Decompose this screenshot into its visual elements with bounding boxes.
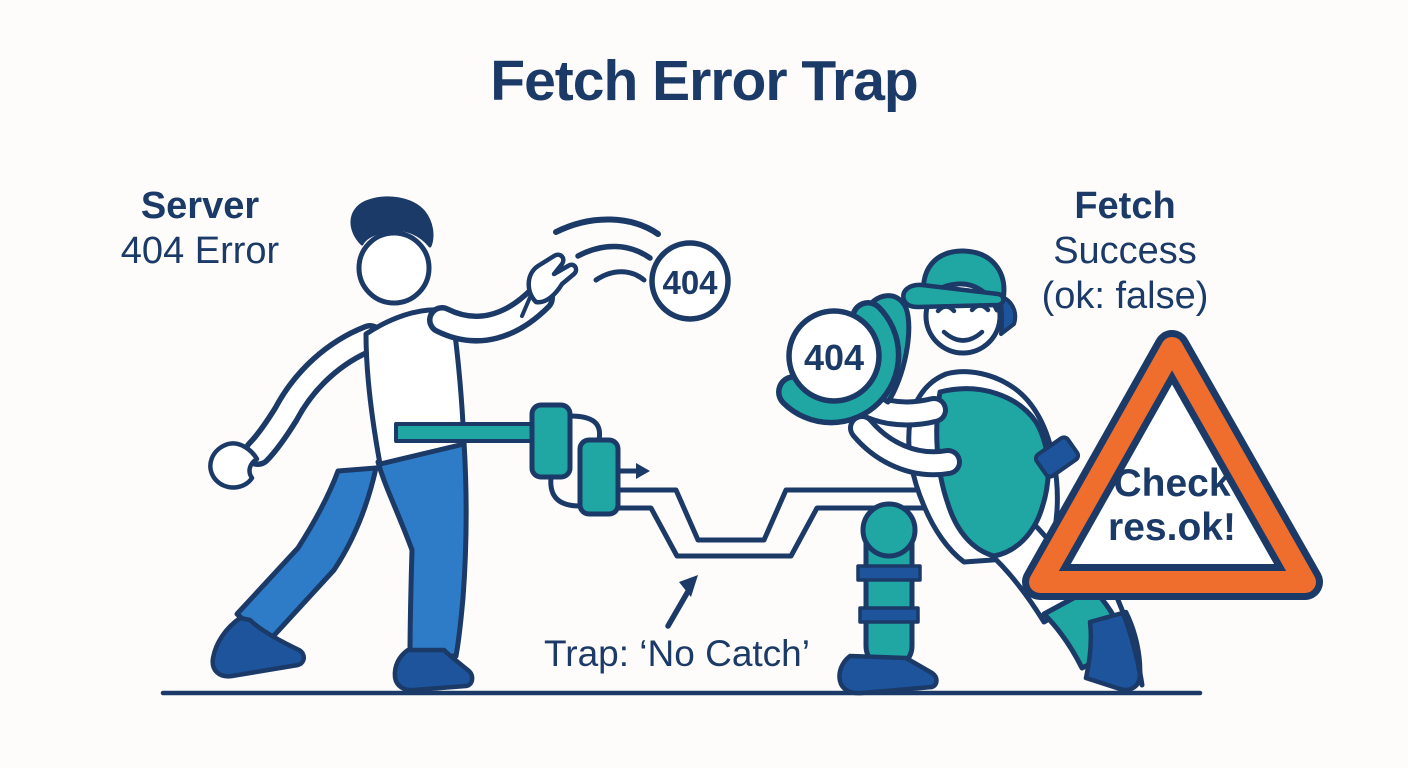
warning-sign-line1: Check — [1113, 462, 1231, 505]
page-title: Fetch Error Trap — [490, 49, 918, 113]
thrown-ball-value: 404 — [662, 264, 718, 301]
fetch-note: (ok: false) — [1041, 274, 1209, 317]
trap-channel-lower — [615, 505, 1043, 559]
pitcher-hair — [350, 196, 434, 248]
warning-sign-text: Check res.ok! — [1072, 462, 1272, 550]
catcher-cap-back — [998, 294, 1018, 336]
pitcher-throwing-hand — [526, 252, 579, 305]
trap-channel-upper — [615, 487, 1053, 543]
motion-arcs — [553, 216, 661, 283]
caught-ball-value: 404 — [803, 337, 865, 378]
trap-callout-arrow-icon — [665, 575, 698, 629]
catcher-chest-protector — [934, 386, 1051, 559]
catcher-knee-pad — [860, 501, 918, 559]
warning-sign-line2: res.ok! — [1108, 506, 1236, 550]
catcher-armband — [1033, 435, 1081, 479]
pitcher-front-shoe — [392, 647, 475, 693]
pitcher-mitt-hand — [208, 441, 260, 490]
fetch-label-block: Fetch Success (ok: false) — [980, 184, 1270, 318]
catcher-smile-face — [935, 303, 991, 343]
trap-pipe — [394, 402, 1053, 559]
fetch-sublabel: Success — [1053, 229, 1197, 272]
catcher-near-shoe — [837, 653, 939, 696]
thrown-ball — [553, 216, 731, 322]
caught-ball-circle — [786, 308, 882, 404]
flow-arrow-icon — [618, 463, 650, 479]
fetch-label: Fetch — [1074, 185, 1176, 227]
catcher-far-shoe — [1083, 609, 1143, 693]
catcher-glove-icon — [776, 293, 912, 426]
trap-callout-label: Trap: ‘No Catch’ — [544, 633, 810, 674]
plug-connector-1 — [529, 402, 573, 480]
server-label-block: Server 404 Error — [40, 184, 360, 274]
server-label: Server — [140, 185, 260, 227]
warning-triangle-icon — [1022, 330, 1323, 600]
server-sublabel: 404 Error — [120, 229, 280, 272]
plug-connector-2 — [577, 437, 621, 517]
pitcher-back-shoe — [210, 615, 306, 679]
catcher-figure — [776, 248, 1145, 696]
catcher-cap-brim — [901, 282, 1006, 310]
